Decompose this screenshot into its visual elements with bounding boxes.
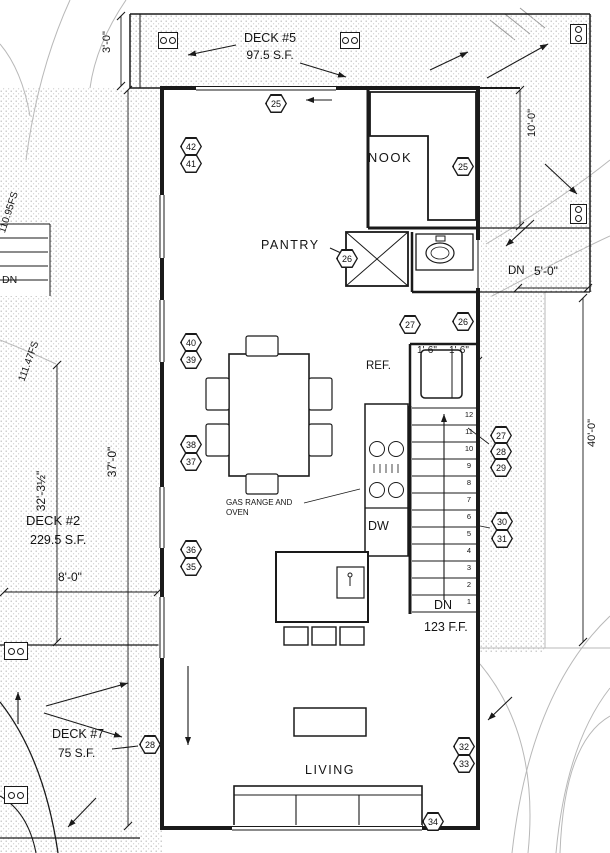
deck-post-icon bbox=[4, 642, 28, 660]
stair-number: 1 bbox=[466, 597, 472, 606]
keynote-marker: 36 bbox=[180, 540, 202, 559]
keynote-marker: 41 bbox=[180, 154, 202, 173]
keynote-marker: 40 bbox=[180, 333, 202, 352]
stairs-dn-label: DN bbox=[434, 598, 453, 612]
dim-37-0: 37'-0" bbox=[105, 446, 119, 478]
deck-edges bbox=[0, 13, 591, 853]
stair-number: 12 bbox=[464, 410, 474, 419]
stipple-texture bbox=[0, 14, 592, 853]
dining-set bbox=[205, 335, 333, 495]
stair-number: 5 bbox=[466, 529, 472, 538]
deck7-area-label: 75 S.F. bbox=[58, 746, 96, 760]
nook-label: NOOK bbox=[367, 150, 413, 165]
stair-number: 3 bbox=[466, 563, 472, 572]
dn-left-label: DN bbox=[2, 274, 18, 286]
interior-walls bbox=[345, 90, 478, 406]
dim-40-0: 40'-0" bbox=[586, 418, 598, 448]
pantry-label: PANTRY bbox=[261, 238, 320, 252]
gas-range-label-1: GAS RANGE AND bbox=[226, 498, 293, 507]
dim-1-6-b: 1'-6" bbox=[449, 345, 469, 356]
dw-label: DW bbox=[368, 519, 389, 533]
deck-post-icon bbox=[4, 786, 28, 804]
deck-post-icon bbox=[158, 32, 178, 49]
keynote-marker: 25 bbox=[265, 94, 287, 113]
gas-range-label-2: OVEN bbox=[226, 508, 249, 517]
stair-number: 11 bbox=[465, 427, 473, 436]
ref-label: REF. bbox=[366, 360, 391, 372]
deck7-label: DECK #7 bbox=[52, 727, 105, 741]
keynote-marker: 29 bbox=[490, 458, 512, 477]
keynote-marker: 28 bbox=[139, 735, 161, 754]
deck5-label: DECK #5 bbox=[243, 31, 297, 45]
kitchen-counter bbox=[364, 403, 409, 557]
stair-number: 4 bbox=[466, 546, 472, 555]
deck5-area-label: 97.5 S.F. bbox=[246, 48, 294, 62]
keynote-marker: 37 bbox=[180, 452, 202, 471]
dim-5-0: 5'-0" bbox=[534, 264, 558, 278]
keynote-marker: 25 bbox=[452, 157, 474, 176]
keynote-marker: 31 bbox=[491, 529, 513, 548]
dim-1-6-a: 1'-6" bbox=[417, 345, 437, 356]
keynote-marker: 42 bbox=[180, 137, 202, 156]
keynote-marker: 38 bbox=[180, 435, 202, 454]
stair-number: 2 bbox=[466, 580, 472, 589]
dim-32-3: 32'-3½" bbox=[34, 470, 48, 512]
deck-post-icon bbox=[570, 204, 587, 224]
building-outline bbox=[160, 86, 480, 830]
stair-number: 10 bbox=[464, 444, 474, 453]
deck-post-icon bbox=[340, 32, 360, 49]
keynote-marker: 26 bbox=[452, 312, 474, 331]
living-label: LIVING bbox=[305, 763, 355, 777]
floor-elevation-label: 123 F.F. bbox=[424, 620, 468, 634]
kitchen-island bbox=[275, 551, 369, 646]
stair-number: 7 bbox=[466, 495, 472, 504]
dn-right-label: DN bbox=[508, 265, 525, 277]
deck2-area-label: 229.5 S.F. bbox=[30, 533, 87, 547]
keynote-marker: 28 bbox=[490, 442, 512, 461]
keynote-marker: 27 bbox=[399, 315, 421, 334]
stair-number: 6 bbox=[466, 512, 472, 521]
stairs bbox=[408, 406, 476, 614]
keynote-marker: 35 bbox=[180, 557, 202, 576]
keynote-marker: 39 bbox=[180, 350, 202, 369]
keynote-marker: 34 bbox=[422, 812, 444, 831]
keynote-marker: 33 bbox=[453, 754, 475, 773]
keynote-marker: 27 bbox=[490, 426, 512, 445]
living-furniture bbox=[233, 707, 423, 829]
keynote-marker: 32 bbox=[453, 737, 475, 756]
keynote-marker: 30 bbox=[491, 512, 513, 531]
windows bbox=[158, 85, 481, 831]
dim-3-0: 3'-0" bbox=[101, 31, 113, 53]
dim-8-0: 8'-0" bbox=[58, 570, 82, 584]
deck-post-icon bbox=[570, 24, 587, 44]
dim-10-0: 10'-0" bbox=[526, 108, 538, 138]
stair-number: 9 bbox=[466, 461, 472, 470]
exterior-stair-left bbox=[0, 223, 51, 296]
stair-number: 8 bbox=[466, 478, 472, 487]
deck2-label: DECK #2 bbox=[26, 513, 81, 528]
